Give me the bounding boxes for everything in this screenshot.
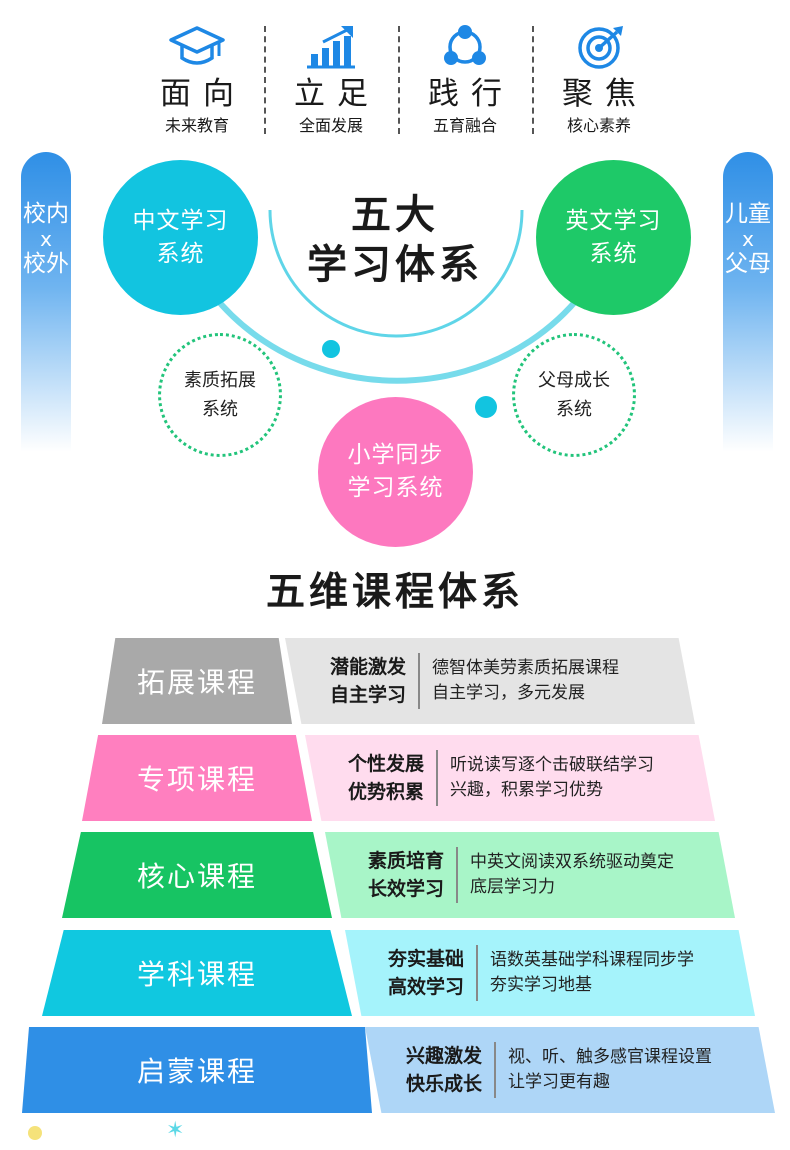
graduation-cap-icon (169, 26, 225, 65)
tier-desc-line: 德智体美劳素质拓展课程 (432, 658, 620, 678)
course-tier-expand: 拓展课程 潜能激发自主学习 德智体美劳素质拓展课程自主学习，多元发展 (0, 638, 790, 724)
tier-keyword: 夯实基础 (388, 948, 465, 970)
banner-text: 校内 (23, 201, 69, 227)
english-system-circle: 英文学习 系统 (536, 160, 691, 315)
circle-label: 系统 (589, 240, 638, 267)
tier-description: 听说读写逐个击破联结学习兴趣，积累学习优势 (438, 753, 654, 803)
tier-label-block: 启蒙课程 (22, 1027, 372, 1113)
circle-label: 父母成长 (538, 370, 610, 391)
circle-label: 系统 (556, 399, 592, 420)
course-tier-special: 专项课程 个性发展优势积累 听说读写逐个击破联结学习兴趣，积累学习优势 (0, 735, 790, 821)
banner-cross: x (742, 227, 754, 251)
tier-desc-line: 中英文阅读双系统驱动奠定 (470, 852, 675, 872)
decor-star-icon: ✶ (166, 1118, 185, 1143)
tier-desc-line: 底层学习力 (470, 877, 556, 897)
tier-name: 拓展课程 (136, 666, 257, 699)
banner-text: 校外 (23, 251, 69, 277)
circle-label: 系统 (156, 240, 205, 267)
target-icon (578, 26, 623, 69)
pillar-title: 践行 (428, 76, 514, 112)
tier-desc-line: 自主学习，多元发展 (432, 683, 586, 703)
banner-text: 儿童 (725, 201, 771, 227)
tier-description: 视、听、触多感官课程设置让学习更有趣 (496, 1045, 712, 1095)
tier-keyword: 自主学习 (330, 684, 407, 706)
tier-desc-line: 听说读写逐个击破联结学习 (450, 755, 655, 775)
banner-campus: 校内 x 校外 (21, 152, 71, 452)
tier-keywords: 潜能激发自主学习 (330, 653, 421, 709)
course-tier-enlighten: 启蒙课程 兴趣激发快乐成长 视、听、触多感官课程设置让学习更有趣 (0, 1027, 790, 1113)
pillar-foundation: 立足 全面发展 (264, 22, 398, 140)
decor-dot (28, 1126, 42, 1140)
tier-detail-block: 兴趣激发快乐成长 视、听、触多感官课程设置让学习更有趣 (365, 1027, 775, 1113)
systems-title: 五大 学习体系 (270, 190, 520, 290)
bar-chart-growth-icon (307, 26, 355, 69)
pillar-subtitle: 核心素养 (566, 116, 631, 135)
tier-label-block: 核心课程 (62, 832, 332, 918)
pillars-row: 面向 未来教育 立足 全面发展 践行 五育融合 (130, 22, 666, 140)
course-tier-core: 核心课程 素质培育长效学习 中英文阅读双系统驱动奠定底层学习力 (0, 832, 790, 918)
banner-text: 父母 (725, 251, 771, 277)
banner-family: 儿童 x 父母 (723, 152, 773, 452)
systems-title-line: 五大 (351, 192, 439, 238)
tier-keywords: 素质培育长效学习 (368, 847, 459, 903)
pillar-title: 立足 (294, 76, 380, 112)
tier-keyword: 长效学习 (368, 878, 445, 900)
chinese-system-circle: 中文学习 系统 (103, 160, 258, 315)
pillar-subtitle: 五育融合 (432, 116, 497, 135)
circle-label: 中文学习 (132, 207, 229, 234)
circle-label: 小学同步 (347, 442, 444, 468)
circle-label: 英文学习 (565, 207, 662, 234)
tier-keywords: 夯实基础高效学习 (388, 945, 479, 1001)
tier-description: 德智体美劳素质拓展课程自主学习，多元发展 (420, 656, 619, 706)
tier-label-block: 学科课程 (42, 930, 352, 1016)
parent-system-circle: 父母成长 系统 (512, 333, 636, 457)
banner-cross: x (40, 227, 52, 251)
tier-description: 中英文阅读双系统驱动奠定底层学习力 (458, 850, 674, 900)
tier-keyword: 兴趣激发 (406, 1045, 483, 1067)
tier-detail-block: 个性发展优势积累 听说读写逐个击破联结学习兴趣，积累学习优势 (305, 735, 715, 821)
network-nodes-icon (444, 25, 486, 65)
tier-keyword: 潜能激发 (330, 656, 407, 678)
tier-keyword: 个性发展 (348, 753, 425, 775)
pillar-future: 面向 未来教育 (130, 22, 264, 140)
pillar-title: 面向 (160, 76, 246, 112)
tier-detail-block: 潜能激发自主学习 德智体美劳素质拓展课程自主学习，多元发展 (285, 638, 695, 724)
circle-label: 学习系统 (347, 475, 444, 501)
five-systems-diagram: 五大 学习体系 中文学习 系统 英文学习 系统 素质拓展 系统 父母成长 系统 … (0, 150, 790, 560)
tier-name: 启蒙课程 (136, 1055, 257, 1088)
circle-label: 素质拓展 (184, 370, 256, 391)
pillar-practice: 践行 五育融合 (398, 22, 532, 140)
tier-description: 语数英基础学科课程同步学夯实学习地基 (478, 948, 694, 998)
pillar-subtitle: 全面发展 (298, 116, 363, 135)
systems-title-line: 学习体系 (307, 242, 483, 288)
tier-desc-line: 夯实学习地基 (490, 975, 593, 995)
tier-keyword: 快乐成长 (406, 1073, 483, 1095)
tier-keywords: 兴趣激发快乐成长 (406, 1042, 497, 1098)
tier-desc-line: 语数英基础学科课程同步学 (490, 950, 695, 970)
tier-keywords: 个性发展优势积累 (348, 750, 439, 806)
courses-title: 五维课程体系 (265, 570, 524, 615)
tier-name: 核心课程 (136, 860, 257, 893)
tier-desc-line: 让学习更有趣 (508, 1072, 611, 1092)
primary-system-circle: 小学同步 学习系统 (318, 397, 473, 547)
pillar-title: 聚焦 (562, 76, 648, 112)
tier-detail-block: 夯实基础高效学习 语数英基础学科课程同步学夯实学习地基 (345, 930, 755, 1016)
tier-desc-line: 兴趣，积累学习优势 (450, 780, 604, 800)
tier-name: 学科课程 (136, 958, 257, 991)
course-tier-subject: 学科课程 夯实基础高效学习 语数英基础学科课程同步学夯实学习地基 (0, 930, 790, 1016)
tier-desc-line: 视、听、触多感官课程设置 (508, 1047, 713, 1067)
pillar-subtitle: 未来教育 (164, 116, 229, 135)
pillar-focus: 聚焦 核心素养 (532, 22, 666, 140)
tier-detail-block: 素质培育长效学习 中英文阅读双系统驱动奠定底层学习力 (325, 832, 735, 918)
connector-arcs (177, 209, 617, 418)
tier-keyword: 高效学习 (388, 976, 465, 998)
tier-keyword: 优势积累 (348, 781, 425, 803)
tier-label-block: 拓展课程 (102, 638, 292, 724)
circle-label: 系统 (202, 399, 238, 420)
tier-keyword: 素质培育 (368, 850, 445, 872)
tier-name: 专项课程 (136, 763, 257, 796)
tier-label-block: 专项课程 (82, 735, 312, 821)
quality-system-circle: 素质拓展 系统 (158, 333, 282, 457)
